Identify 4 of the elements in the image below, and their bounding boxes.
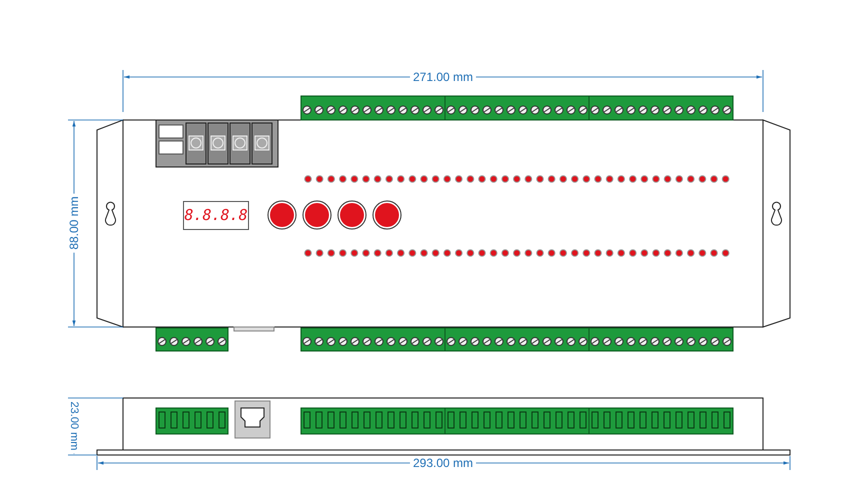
dimension-label: 271.00 mm: [410, 70, 476, 84]
dimension-label: 88.00 mm: [67, 193, 81, 253]
dimension-label: 293.00 mm: [410, 456, 476, 470]
seven-segment-display: 8.8.8.8: [183, 201, 249, 230]
